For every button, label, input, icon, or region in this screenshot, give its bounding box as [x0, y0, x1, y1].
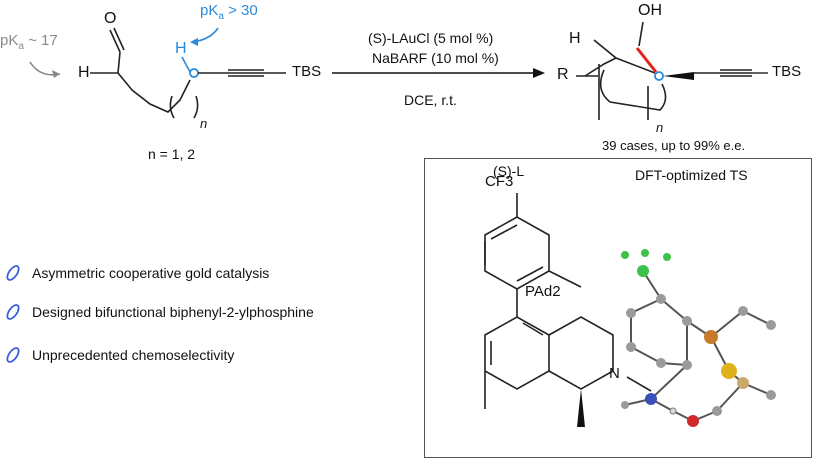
substrate-alkyne	[198, 69, 286, 77]
feature-item: Unprecedented chemoselectivity	[4, 344, 234, 366]
leaf-icon	[6, 265, 20, 281]
new-cc-bond-red	[635, 47, 658, 73]
leaf-icon	[6, 347, 20, 363]
feature-label: Asymmetric cooperative gold catalysis	[32, 265, 270, 281]
pad2-label: PAd2	[525, 283, 561, 300]
product-h: H	[569, 30, 581, 47]
pka-left-label: pKa ~ 17	[0, 32, 58, 52]
feature-item: Designed bifunctional biphenyl-2-ylphosp…	[4, 301, 314, 323]
alpha-hydrogen: H	[78, 64, 90, 81]
propargylic-carbon	[189, 68, 199, 78]
carbonyl-oxygen: O	[104, 10, 117, 27]
n-subscript-right: n	[656, 120, 664, 135]
feature-item: Asymmetric cooperative gold catalysis	[4, 262, 269, 284]
catalyst-line: (S)-LAuCl (5 mol %)	[368, 30, 494, 46]
feature-label: Unprecedented chemoselectivity	[32, 347, 235, 363]
n-subscript-left: n	[200, 116, 208, 131]
wedge-bond	[663, 72, 694, 80]
leaf-icon	[6, 304, 20, 320]
product-alkyne	[694, 69, 768, 77]
n-values: n = 1, 2	[148, 146, 196, 162]
ligand-label: (S)-L	[493, 163, 525, 179]
product-stereocenter	[654, 71, 664, 81]
ligand-structure	[484, 193, 776, 427]
ch-bond-blue	[181, 56, 191, 73]
feature-label: Designed bifunctional biphenyl-2-ylphosp…	[32, 304, 314, 320]
scope-summary: 39 cases, up to 99% e.e.	[602, 138, 746, 153]
nitrogen-label: N	[609, 365, 620, 382]
ts-title: DFT-optimized TS	[635, 167, 748, 183]
substrate-skeleton	[90, 27, 199, 119]
conditions: DCE, r.t.	[404, 92, 457, 108]
product-skeleton	[576, 39, 667, 120]
propargylic-hydrogen: H	[175, 40, 187, 57]
pka-right-label: pKa > 30	[200, 2, 258, 22]
tbs-right: TBS	[772, 63, 802, 80]
additive-line: NaBARF (10 mol %)	[372, 50, 499, 66]
oh-bond	[638, 21, 644, 47]
cf3-label: CF3	[485, 173, 514, 190]
product-r: R	[557, 66, 569, 83]
ligand-ts-panel: (S)-L CF3 PAd2 N DFT-optimized TS	[424, 158, 812, 458]
product-oh: OH	[638, 2, 662, 19]
tbs-left: TBS	[292, 63, 322, 80]
